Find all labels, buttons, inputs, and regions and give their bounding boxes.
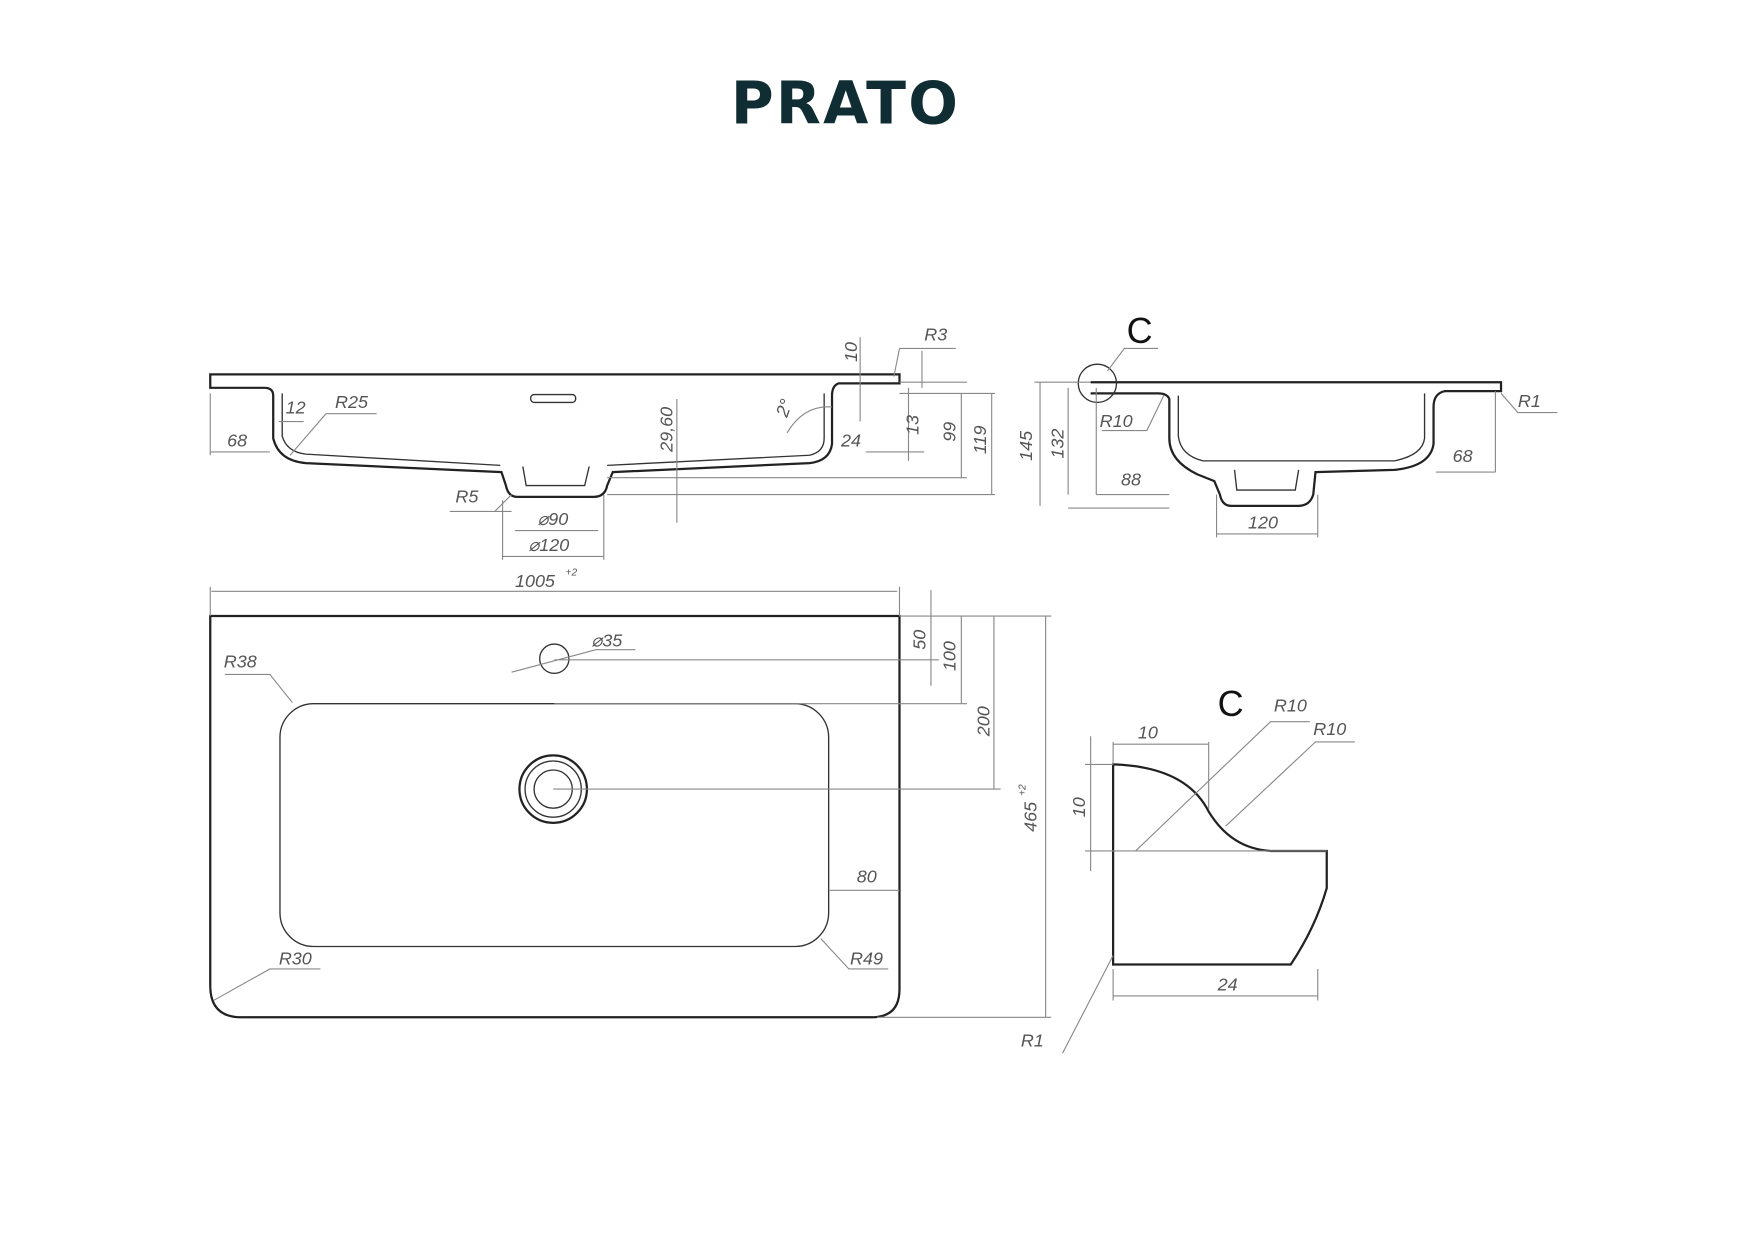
dim-depth: 29,60 (656, 407, 676, 453)
dim-r10: R10 (1100, 411, 1133, 431)
dim-68: 68 (1453, 446, 1473, 466)
dim-13: 13 (903, 415, 923, 435)
detail-c-label: C (1218, 683, 1244, 724)
dim-200: 200 (973, 706, 993, 737)
dim-r10-a: R10 (1274, 696, 1307, 716)
dim-dia120: ⌀120 (528, 535, 569, 555)
dim-rim-right: 24 (840, 430, 861, 450)
dim-120: 120 (1248, 512, 1278, 532)
dim-132: 132 (1048, 429, 1068, 459)
dim-r1: R1 (1518, 391, 1541, 411)
dim-r38: R38 (224, 652, 257, 672)
front-section-view: 10 R3 12 R25 68 29,60 2° 24 13 99 119 R5… (209, 325, 996, 592)
dim-r3: R3 (924, 325, 947, 345)
dim-100: 100 (940, 641, 960, 671)
plan-view: 1005 +2 ⌀35 50 100 200 465 +2 R38 80 R30… (209, 568, 1052, 1051)
dim-1005: 1005 (515, 571, 556, 591)
dim-r10-b: R10 (1313, 719, 1346, 739)
product-title: PRATO (731, 70, 960, 138)
dim-50: 50 (909, 630, 929, 650)
dim-angle: 2° (772, 397, 797, 421)
dim-465-tolerance: +2 (1017, 784, 1028, 796)
dim-119: 119 (970, 425, 990, 454)
dim-465: 465 (1021, 801, 1041, 832)
dim-r30: R30 (279, 948, 312, 968)
dim-r25: R25 (335, 392, 369, 412)
dim-h10: 10 (1069, 797, 1089, 817)
dim-r1: R1 (1021, 1031, 1044, 1051)
dim-88: 88 (1121, 470, 1141, 490)
dim-dia90: ⌀90 (537, 509, 568, 529)
dim-rim-left: 68 (227, 430, 247, 450)
dim-145: 145 (1016, 430, 1036, 461)
detail-c-marker: C (1127, 310, 1153, 351)
dim-99: 99 (940, 422, 960, 442)
dim-w24: 24 (1217, 974, 1238, 994)
dim-r5: R5 (455, 486, 479, 506)
dim-80: 80 (857, 866, 877, 886)
dim-w10: 10 (1138, 723, 1158, 743)
dim-wall: 12 (286, 398, 306, 418)
dim-dia35: ⌀35 (591, 630, 623, 650)
side-section-view: C R10 145 132 88 120 68 R1 (1016, 310, 1558, 538)
dim-top-thickness: 10 (841, 342, 861, 362)
dim-1005-tolerance: +2 (566, 568, 578, 579)
detail-c-view: C R10 R10 10 10 24 (1062, 683, 1355, 1054)
dim-r49: R49 (850, 948, 883, 968)
